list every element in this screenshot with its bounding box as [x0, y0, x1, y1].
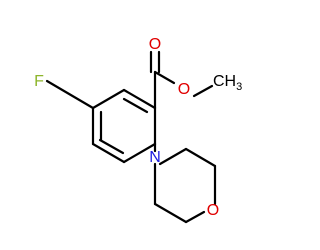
bond-o-methyl	[192, 84, 214, 98]
bond-ring-inner-2	[98, 138, 125, 155]
bond-morph-1	[158, 147, 188, 166]
methyl-label: CH	[213, 73, 236, 90]
bonds	[45, 50, 217, 224]
bond-morph-2	[184, 147, 217, 168]
fluorine-atom: F	[34, 73, 44, 90]
bond-c-f	[45, 79, 95, 110]
nitrogen-atom: N	[149, 149, 161, 166]
ring-oxygen-atom: O	[207, 202, 219, 219]
carbonyl-oxygen-atom: O	[149, 36, 161, 53]
structure-diagram: F O O CH3 N O	[34, 36, 242, 224]
ester-oxygen-atom: O	[178, 81, 190, 98]
bond-ring-4	[91, 142, 126, 164]
bond-morph-4	[184, 210, 206, 224]
methyl-group: CH3	[213, 73, 242, 93]
methyl-subscript: 3	[236, 81, 242, 93]
bond-ring-inner-1	[122, 97, 149, 114]
bond-c-o-ester	[153, 70, 176, 85]
atom-labels: F O O CH3 N O	[34, 36, 242, 219]
bond-morph-5	[153, 202, 188, 224]
bond-ring-6	[91, 88, 126, 110]
bond-ring-1	[122, 88, 157, 110]
bond-ring-3	[122, 142, 157, 164]
